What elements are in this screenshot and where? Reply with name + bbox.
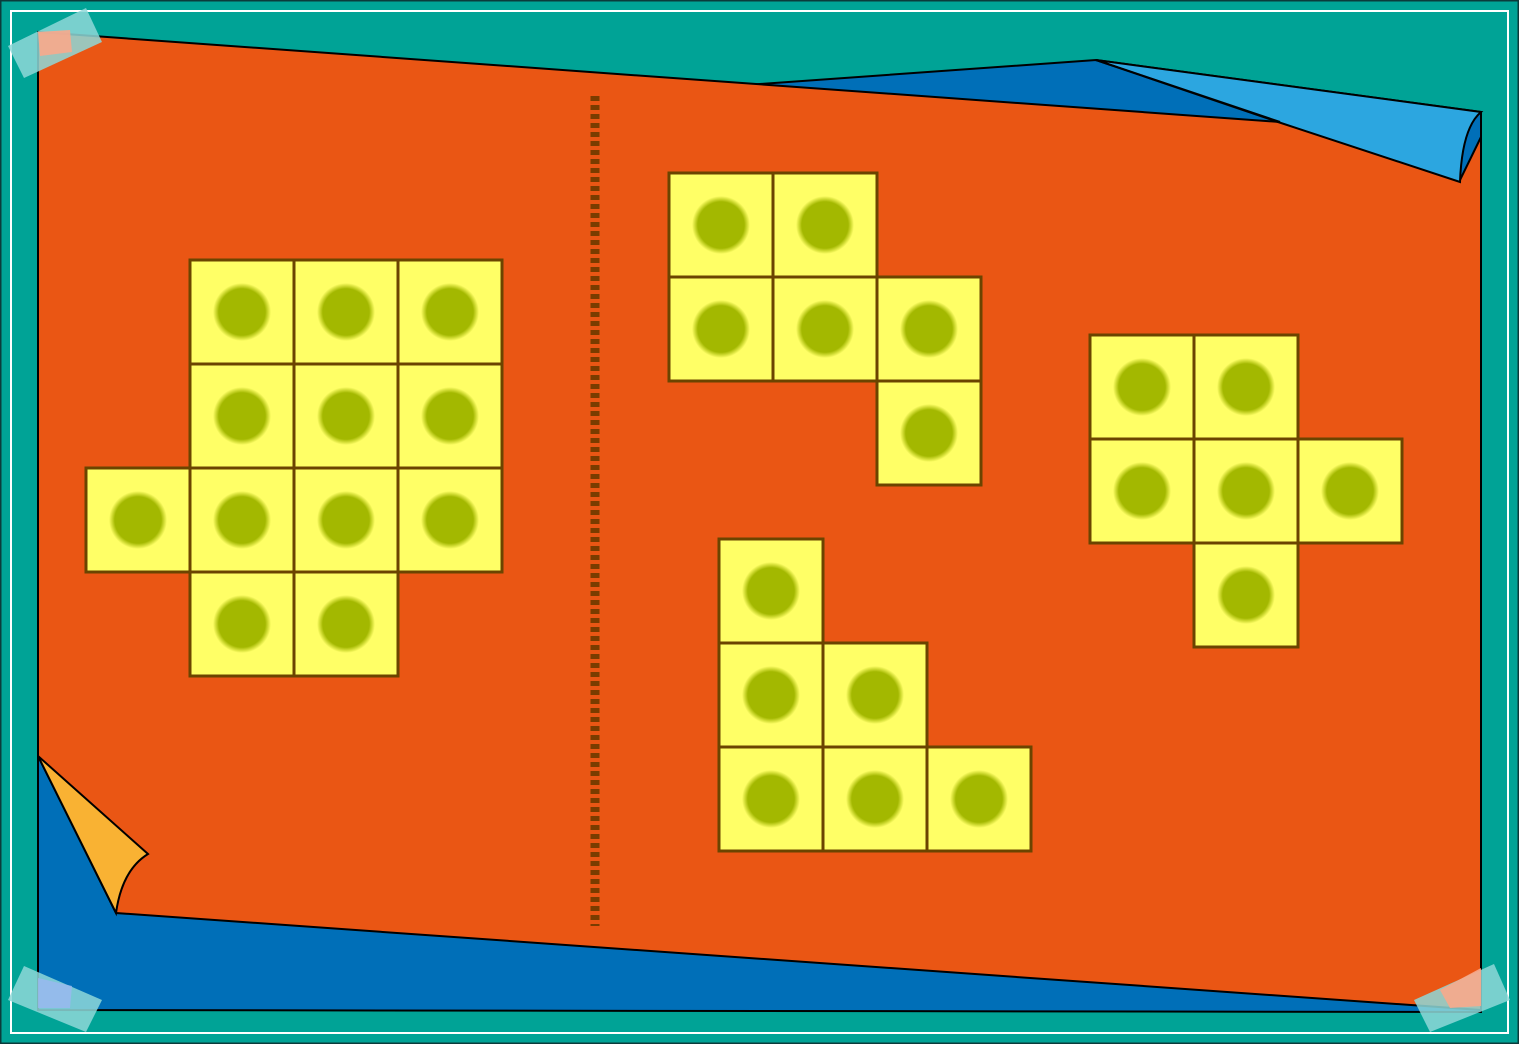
tape-top-left [8, 8, 102, 78]
tape-bottom-left [8, 966, 102, 1032]
tile [1192, 437, 1300, 545]
figures-layer [84, 171, 1404, 853]
board-frame-inner-line [10, 10, 1509, 1034]
tile-dot [796, 196, 854, 254]
tile-dot [1217, 462, 1275, 520]
tile-dot [950, 770, 1008, 828]
figure-bottom-staircase [717, 537, 1033, 853]
tile-dot [421, 387, 479, 445]
page-curl-bottom-left [37, 755, 150, 917]
tile-dot [421, 283, 479, 341]
tile-dot [1113, 462, 1171, 520]
tile-dot [692, 300, 750, 358]
tile-dot [317, 595, 375, 653]
tile-dot [742, 666, 800, 724]
tile-dot [213, 283, 271, 341]
tile-dot [317, 283, 375, 341]
tile-dot [1217, 358, 1275, 416]
tile-dot [900, 300, 958, 358]
tile-dot [317, 491, 375, 549]
tile [821, 745, 929, 853]
tile-dot [742, 770, 800, 828]
tile-dot [1321, 462, 1379, 520]
tile-dot [742, 562, 800, 620]
figure-top-middle [667, 171, 983, 487]
tile-dot [109, 491, 167, 549]
tile-dot [796, 300, 854, 358]
page-curl-fold-line [1095, 59, 1281, 123]
tile-dot [1217, 566, 1275, 624]
tile-dot [213, 387, 271, 445]
figure-right-cross [1088, 333, 1404, 649]
tile-dot [1113, 358, 1171, 416]
tile-dot [692, 196, 750, 254]
tile-dot [900, 404, 958, 462]
tile-dot [846, 770, 904, 828]
figure-left-assembled [84, 258, 504, 678]
tile-dot [213, 491, 271, 549]
tile-dot [317, 387, 375, 445]
tile-dot [846, 666, 904, 724]
tape-bottom-right [1414, 964, 1510, 1032]
tile [1192, 541, 1300, 649]
page-curl-top-right [1095, 59, 1484, 184]
tile-dot [213, 595, 271, 653]
tile-dot [421, 491, 479, 549]
